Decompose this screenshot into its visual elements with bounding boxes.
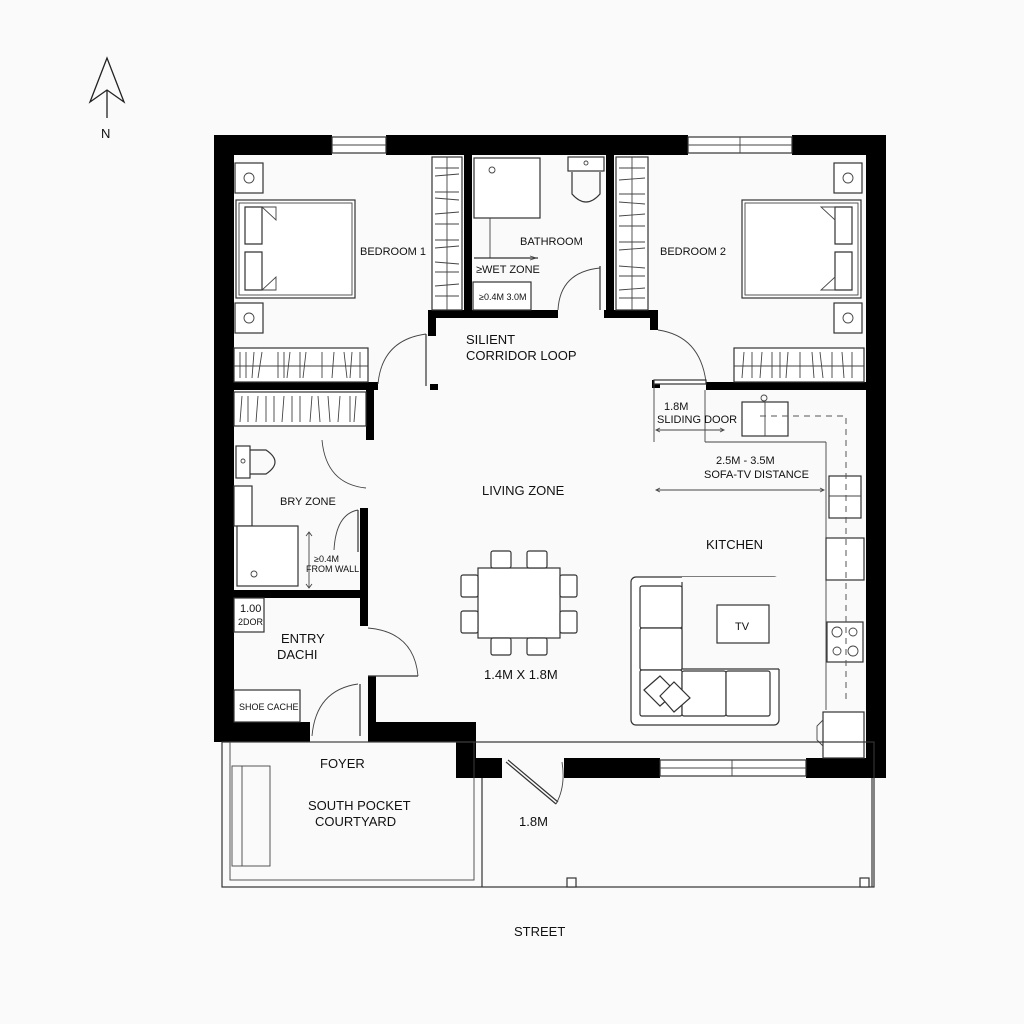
site-boundary bbox=[221, 741, 875, 888]
toilet-icon bbox=[235, 445, 276, 479]
dining-table-icon bbox=[460, 550, 578, 656]
entry-door-swing-icon bbox=[367, 627, 419, 677]
shower-tray-icon bbox=[473, 157, 541, 219]
bedroom1-furniture bbox=[233, 156, 463, 383]
window-north-bedroom1 bbox=[331, 136, 387, 154]
tv-icon bbox=[716, 604, 770, 644]
bry-zone-label: BRY ZONE bbox=[280, 496, 336, 508]
post-icon bbox=[859, 877, 870, 888]
bedroom1-label: BEDROOM 1 bbox=[360, 246, 426, 258]
living-zone-label: LIVING ZONE bbox=[482, 483, 565, 498]
sofa-icon bbox=[630, 576, 780, 726]
bed-icon bbox=[235, 199, 356, 299]
gate-dimension: 1.8M bbox=[519, 814, 548, 829]
street-label: STREET bbox=[514, 924, 565, 939]
from-wall-dimension: ≥0.4M bbox=[314, 554, 339, 564]
bry-door-swing-icon bbox=[321, 439, 367, 489]
corridor-doors bbox=[377, 329, 707, 386]
front-door bbox=[505, 759, 564, 805]
sliding-door-dimension-label: 1.8M bbox=[664, 401, 688, 413]
nightstand-icon bbox=[234, 162, 264, 194]
exterior-walls bbox=[214, 135, 886, 778]
entry-label-line2: DACHI bbox=[277, 647, 317, 662]
bedroom2-door-swing-icon bbox=[657, 329, 707, 383]
wardrobe-icon bbox=[233, 347, 369, 383]
kitchen-fixtures bbox=[741, 394, 865, 759]
post-icon bbox=[566, 877, 577, 888]
window-south-living bbox=[659, 759, 807, 777]
bry-zone-fixtures bbox=[233, 391, 367, 589]
shower-tray-icon bbox=[236, 525, 299, 587]
sofa-tv-dimension bbox=[654, 487, 826, 493]
courtyard-label-line2: COURTYARD bbox=[315, 814, 396, 829]
sliding-door-label: SLIDING DOOR bbox=[657, 414, 737, 426]
courtyard-label-line1: SOUTH POCKET bbox=[308, 798, 411, 813]
wardrobe-icon bbox=[733, 347, 865, 383]
nightstand-icon bbox=[833, 162, 863, 194]
interior-walls bbox=[234, 155, 866, 726]
tv-label: TV bbox=[735, 621, 750, 633]
sofa-tv-dimension-label: SOFA-TV DISTANCE bbox=[704, 469, 809, 481]
wet-zone-label: ≥WET ZONE bbox=[476, 264, 540, 276]
foyer-door-swing-icon bbox=[311, 683, 359, 737]
door-tag-box bbox=[233, 597, 265, 633]
dining-table-dimension: 1.4M X 1.8M bbox=[484, 667, 558, 682]
entry-fixtures bbox=[233, 597, 419, 737]
shoe-cache-icon bbox=[233, 689, 301, 723]
north-label: N bbox=[101, 126, 110, 141]
stove-icon bbox=[826, 621, 864, 663]
door-tag-line1: 1.00 bbox=[240, 603, 261, 615]
bry-inner-door-swing-icon bbox=[333, 509, 359, 551]
north-arrow-icon bbox=[88, 56, 126, 118]
kitchen-label: KITCHEN bbox=[706, 537, 763, 552]
shoe-cache-label: SHOE CACHE bbox=[239, 702, 299, 712]
corridor-label-line1: SILIENT bbox=[466, 332, 515, 347]
bathroom-label: BATHROOM bbox=[520, 236, 583, 248]
bedroom2-label: BEDROOM 2 bbox=[660, 246, 726, 258]
door-tag-line2: 2DOR bbox=[238, 617, 264, 627]
wardrobe-icon bbox=[615, 156, 649, 311]
bedroom2-furniture bbox=[615, 156, 865, 383]
foyer-label: FOYER bbox=[320, 756, 365, 771]
bathroom-fixtures bbox=[472, 156, 605, 311]
corridor-label-line2: CORRIDOR LOOP bbox=[466, 348, 577, 363]
nightstand-icon bbox=[833, 302, 863, 334]
nightstand-icon bbox=[234, 302, 264, 334]
sink-icon bbox=[828, 475, 862, 519]
wet-zone-dimension: ≥0.4M 3.0M bbox=[479, 292, 526, 302]
entry-label-line1: ENTRY bbox=[281, 631, 325, 646]
from-wall-label: FROM WALL bbox=[306, 564, 359, 574]
bathroom-door-swing-icon bbox=[557, 267, 601, 311]
wardrobe-icon bbox=[431, 156, 463, 311]
fridge-icon bbox=[822, 711, 865, 759]
sofa-tv-dimension-value: 2.5M - 3.5M bbox=[716, 455, 775, 467]
bedroom1-door-swing-icon bbox=[377, 333, 427, 385]
toilet-icon bbox=[567, 156, 605, 203]
bench-icon bbox=[231, 765, 271, 867]
sink-icon bbox=[741, 394, 789, 437]
window-north-bedroom2 bbox=[687, 136, 793, 154]
bed-icon bbox=[741, 199, 862, 299]
